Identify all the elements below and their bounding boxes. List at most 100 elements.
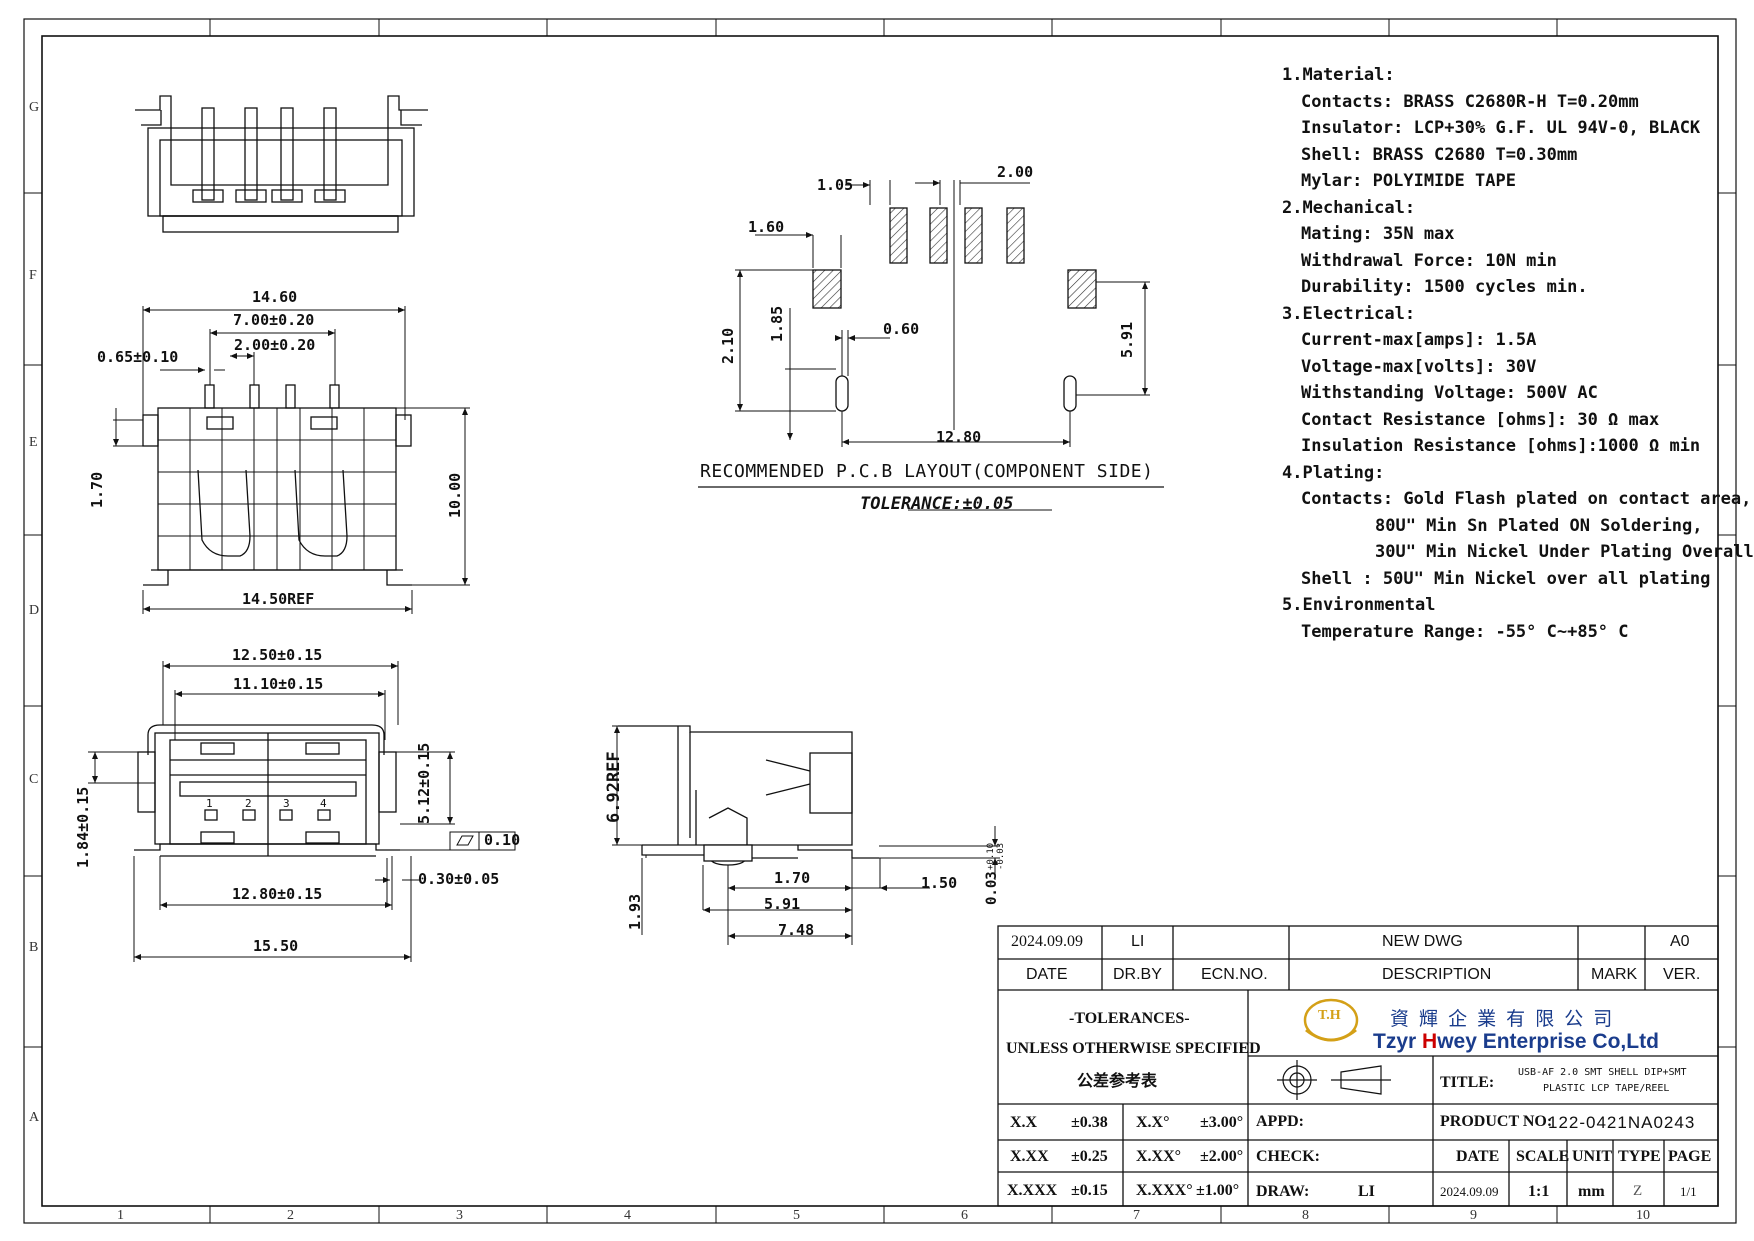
grid-row-e: E — [29, 435, 38, 450]
dim-side-tol-plus: +0.10 — [986, 842, 996, 870]
spec-item: Mating: 35N max — [1301, 224, 1455, 244]
rev-version: A0 — [1670, 933, 1690, 950]
grid-row-f: F — [29, 268, 37, 283]
dim-front-height-left: 1.84±0.15 — [74, 786, 92, 868]
grid-col-10: 10 — [1636, 1208, 1650, 1223]
pin-number-3: 3 — [283, 797, 290, 810]
spec-heading-electrical: 3.Electrical: — [1282, 303, 1416, 324]
tol-ang-3: X.XXX° — [1136, 1182, 1193, 1199]
dim-top-pitch-inner: 2.00±0.20 — [234, 336, 316, 354]
pin-number-2: 2 — [245, 797, 252, 810]
dim-pcb-slot: 0.60 — [883, 320, 920, 338]
logo-text: T.H — [1318, 1008, 1341, 1023]
grid-col-7: 7 — [1133, 1208, 1140, 1223]
projection-symbol — [1277, 1060, 1391, 1100]
spec-item: Insulation Resistance [ohms]:1000 Ω min — [1301, 436, 1701, 456]
tol-ang-tol-3: ±1.00° — [1196, 1182, 1240, 1199]
hdr-drby: DR.BY — [1113, 966, 1162, 983]
tol-lin-tol-2: ±0.25 — [1071, 1148, 1108, 1165]
dim-side-d5: 1.50 — [921, 874, 958, 892]
spec-item: Durability: 1500 cycles min. — [1301, 277, 1588, 297]
bottom-page: 1/1 — [1680, 1184, 1697, 1199]
tol-lin-2: X.XX — [1010, 1148, 1049, 1165]
dim-pcb-peg-offset: 1.60 — [748, 218, 785, 236]
spec-item: Shell : 50U" Min Nickel over all plating — [1301, 568, 1711, 589]
dim-top-base: 14.50REF — [242, 590, 315, 608]
dim-front-flatness: 0.10 — [484, 831, 521, 849]
tol-lin-1: X.X — [1010, 1114, 1038, 1131]
dim-top-overall: 14.60 — [252, 288, 298, 306]
dim-top-height: 10.00 — [446, 472, 464, 518]
pin-number-4: 4 — [320, 797, 327, 810]
grid-col-9: 9 — [1470, 1208, 1477, 1223]
dim-front-overall: 15.50 — [253, 937, 299, 955]
tolerances-title: -TOLERANCES- — [1069, 1010, 1190, 1027]
spec-item: Temperature Range: -55° C~+85° C — [1301, 621, 1629, 642]
spec-heading-environmental: 5.Environmental — [1282, 595, 1436, 615]
hdr-bottom-date: DATE — [1456, 1148, 1500, 1165]
dim-pcb-span: 12.80 — [936, 428, 982, 446]
title-label: TITLE: — [1440, 1074, 1495, 1091]
grid-row-c: C — [29, 772, 39, 787]
title-block-lines — [997, 925, 1719, 1207]
company-logo — [1303, 998, 1359, 1042]
company-chinese-name: 資 輝 企 業 有 限 公 司 — [1390, 1008, 1615, 1030]
grid-row-a: A — [29, 1110, 40, 1125]
grid-col-6: 6 — [961, 1208, 968, 1223]
draw-value: LI — [1358, 1183, 1375, 1200]
dim-front-tab: 0.30±0.05 — [418, 870, 500, 888]
dim-front-opening: 11.10±0.15 — [233, 675, 324, 693]
product-number: 122-0421NA0243 — [1548, 1113, 1696, 1132]
dim-front-bottom: 12.80±0.15 — [232, 885, 323, 903]
grid-row-d: D — [29, 603, 40, 618]
hdr-description: DESCRIPTION — [1382, 966, 1492, 983]
grid-col-3: 3 — [456, 1208, 463, 1223]
spec-item-continuation: 30U" Min Nickel Under Plating Overall — [1375, 542, 1754, 562]
draw-label: DRAW: — [1256, 1183, 1310, 1200]
spec-item: Shell: BRASS C2680 T=0.30mm — [1301, 144, 1578, 165]
dim-pcb-185: 1.85 — [768, 305, 786, 342]
tolerances-subtitle: UNLESS OTHERWISE SPECIFIED — [1006, 1040, 1261, 1057]
company-name-highlight: H — [1422, 1030, 1438, 1053]
rear-view — [135, 95, 428, 233]
front-view — [134, 724, 400, 857]
tol-lin-tol-3: ±0.15 — [1071, 1182, 1108, 1199]
rev-drawn-by: LI — [1131, 933, 1145, 950]
dim-side-tol-minus: -0.03 — [996, 842, 1006, 870]
grid-col-5: 5 — [793, 1208, 800, 1223]
grid-col-1: 1 — [117, 1208, 124, 1223]
dim-pcb-591: 5.91 — [1118, 321, 1136, 358]
pcb-tolerance: TOLERANCE:±0.05 — [860, 494, 1014, 514]
dim-top-pitch-outer: 7.00±0.20 — [233, 311, 315, 329]
title-line2: PLASTIC LCP TAPE/REEL — [1543, 1083, 1670, 1094]
grid-row-b: B — [29, 940, 39, 955]
spec-item: Withstanding Voltage: 500V AC — [1301, 383, 1598, 403]
side-view — [618, 725, 879, 866]
grid-col-8: 8 — [1302, 1208, 1309, 1223]
specifications: 1.Material: Contacts: BRASS C2680R-H T=0… — [1282, 62, 1754, 645]
spec-item: Voltage-max[volts]: 30V — [1301, 356, 1537, 377]
title-line1: USB-AF 2.0 SMT SHELL DIP+SMT — [1518, 1067, 1687, 1078]
grid-col-2: 2 — [287, 1208, 294, 1223]
company-name-part1: Tzyr — [1373, 1030, 1423, 1053]
tol-lin-tol-1: ±0.38 — [1071, 1114, 1108, 1131]
dim-front-width-top: 12.50±0.15 — [232, 646, 323, 664]
dim-side-d4: 1.93 — [626, 893, 644, 930]
tol-ang-1: X.X° — [1136, 1114, 1170, 1131]
dim-pcb-210: 2.10 — [719, 327, 737, 364]
spec-item: Contact Resistance [ohms]: 30 Ω max — [1301, 409, 1660, 430]
spec-item: Current-max[amps]: 1.5A — [1301, 330, 1537, 350]
dim-pcb-pitch: 2.00 — [997, 163, 1034, 181]
hdr-bottom-unit: UNIT — [1572, 1148, 1613, 1165]
pcb-layout-caption: RECOMMENDED P.C.B LAYOUT(COMPONENT SIDE) — [700, 461, 1154, 482]
spec-heading-material: 1.Material: — [1282, 65, 1395, 85]
tol-lin-3: X.XXX — [1007, 1182, 1058, 1199]
rev-description: NEW DWG — [1382, 933, 1463, 950]
appd-label: APPD: — [1256, 1113, 1304, 1130]
tolerances-chinese: 公差参考表 — [1077, 1073, 1158, 1090]
company-name: Tzyr Hwey Enterprise Co,Ltd — [1373, 1030, 1659, 1054]
dim-side-d1: 1.70 — [774, 869, 811, 887]
dim-front-height-right: 5.12±0.15 — [415, 742, 433, 824]
dim-pcb-pad-w: 1.05 — [817, 176, 854, 194]
